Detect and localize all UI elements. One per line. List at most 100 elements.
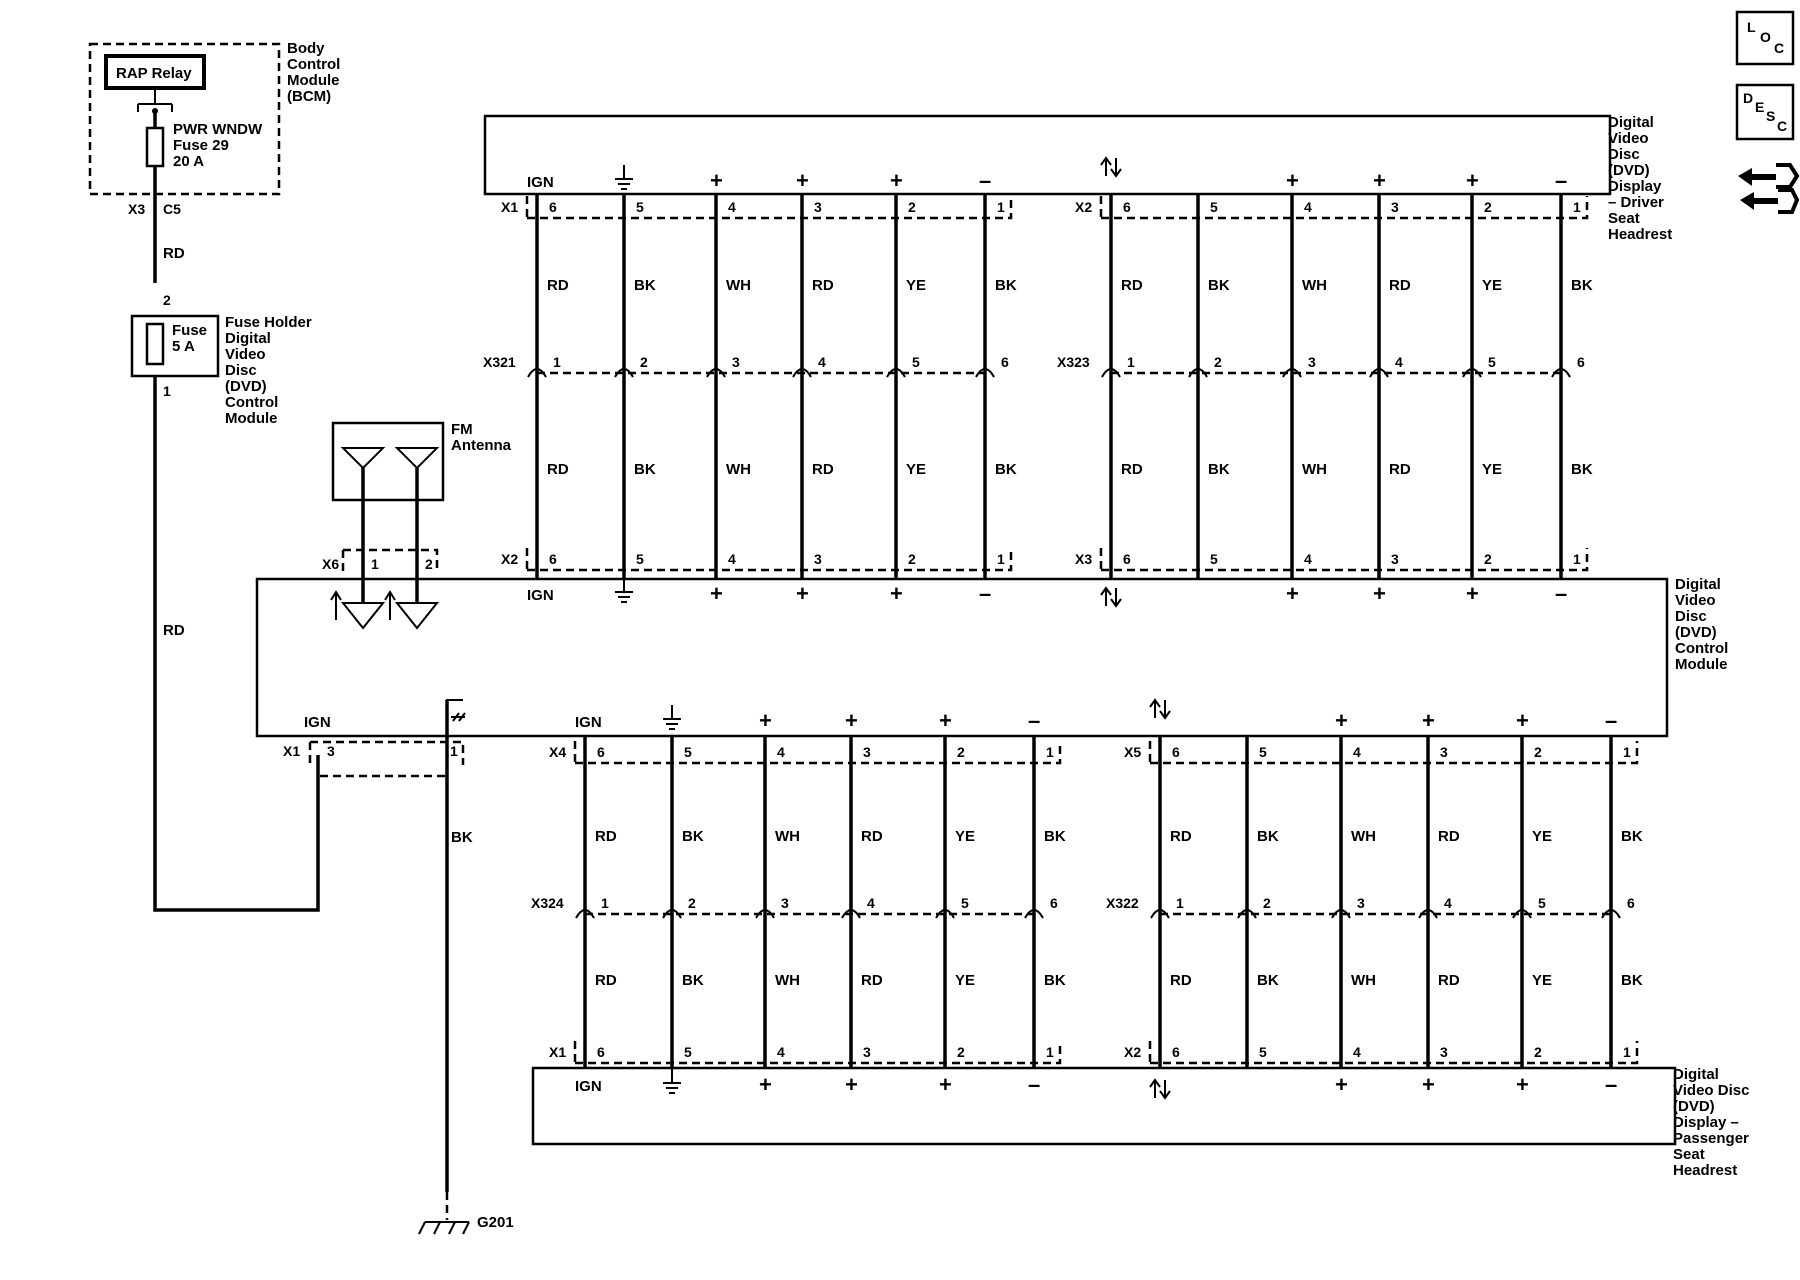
wire-color-label: YE <box>1482 277 1502 294</box>
driver-right-channel-module-connector-pin: 2 <box>1484 551 1492 567</box>
inline-terminal-icon <box>706 368 726 378</box>
bidirectional-data-icon <box>1100 156 1122 178</box>
inline-terminal-icon <box>1418 909 1438 919</box>
driver-left-channel-inline-connector-pin: 6 <box>1001 354 1009 370</box>
wire-color-label: YE <box>1532 828 1552 845</box>
wire-color-label: BK <box>1044 828 1066 845</box>
desc-icon[interactable] <box>1735 83 1795 141</box>
wire-color-label: WH <box>1351 972 1376 989</box>
driver-right-channel-display-connector-pin: 3 <box>1391 199 1399 215</box>
fuse-holder-name-2: Digital <box>225 330 271 347</box>
control-module-name-4: (DVD) <box>1675 624 1717 641</box>
driver-left-channel-inline-connector-pin: 2 <box>640 354 648 370</box>
wire-color-label: WH <box>775 972 800 989</box>
driver-display-pin-symbol: + <box>890 168 903 193</box>
bcm-boundary <box>88 42 281 196</box>
passenger-display-pin-symbol: + <box>1422 1072 1435 1097</box>
passenger-left-channel-inline-connector-pin: 1 <box>601 895 609 911</box>
driver-left-channel-module-connector-pin: 6 <box>549 551 557 567</box>
driver-display-pin-symbol: + <box>710 168 723 193</box>
passenger-right-channel-display-connector-pin: 1 <box>1623 744 1631 760</box>
driver-left-channel-module-connector-label: X2 <box>501 551 518 567</box>
loc-letter-o: O <box>1760 29 1771 45</box>
desc-letter-s: S <box>1766 108 1775 124</box>
control-module-name-5: Control <box>1675 640 1728 657</box>
inline-terminal-icon <box>841 909 861 919</box>
fuse-5a-icon <box>145 322 165 366</box>
module-lower-pin-symbol: + <box>1516 708 1529 733</box>
passenger-display-pin-symbol: – <box>1605 1072 1617 1097</box>
control-module-name-1: Digital <box>1675 576 1721 593</box>
wire-color-label: YE <box>906 277 926 294</box>
bcm-fuse-1: PWR WNDW <box>173 121 263 138</box>
passenger-right-channel-module-connector-pin: 6 <box>1172 1044 1180 1060</box>
relay-output-contact <box>137 88 173 112</box>
desc-letter-d: D <box>1743 90 1753 106</box>
inline-terminal-icon <box>886 368 906 378</box>
driver-display-name-3: Disc <box>1608 146 1640 163</box>
module-upper-pin-symbol: + <box>1373 581 1386 606</box>
driver-left-channel-inline-connector-label: X321 <box>483 354 516 370</box>
driver-right-channel-module-connector <box>1099 548 1589 572</box>
driver-left-channel-display-connector-pin: 5 <box>636 199 644 215</box>
wire-color-label: RD <box>861 972 883 989</box>
wire-color-label: WH <box>1302 277 1327 294</box>
passenger-left-channel-display-connector-pin: 5 <box>684 744 692 760</box>
passenger-display-pin-symbol: – <box>1028 1072 1040 1097</box>
wire-color-label: RD <box>812 277 834 294</box>
bcm-name-3: Module <box>287 72 340 89</box>
passenger-right-channel-module-connector-pin: 1 <box>1623 1044 1631 1060</box>
fm-antenna: FM Antenna X6 1 2 <box>322 421 512 630</box>
passenger-left-channel-display-connector-pin: 2 <box>957 744 965 760</box>
feed-wire-color-2: RD <box>163 622 185 639</box>
passenger-display: Digital Video Disc (DVD) Display – Passe… <box>531 1066 1749 1179</box>
passenger-right-channel-inline-connector-pin: 6 <box>1627 895 1635 911</box>
inline-terminal-icon <box>1512 909 1532 919</box>
wire-color-label: RD <box>1170 972 1192 989</box>
driver-right-channel-inline-connector-pin: 3 <box>1308 354 1316 370</box>
driver-left-channel-module-connector-pin: 3 <box>814 551 822 567</box>
wire-color-label: RD <box>1389 277 1411 294</box>
antenna-pin-2: 2 <box>425 556 433 572</box>
passenger-right-channel-inline-connector-label: X322 <box>1106 895 1139 911</box>
wire-color-label: YE <box>1532 972 1552 989</box>
driver-left-channel-display-connector-pin: 1 <box>997 199 1005 215</box>
passenger-display-pin-symbol: + <box>845 1072 858 1097</box>
module-chassis-ground-icon <box>446 699 466 728</box>
bcm-pin-label: C5 <box>163 201 181 217</box>
driver-right-channel-inline-connector-label: X323 <box>1057 354 1090 370</box>
fuse-holder-box <box>130 314 220 378</box>
inline-terminal-icon <box>1369 368 1389 378</box>
driver-left-channel-module-connector-pin: 1 <box>997 551 1005 567</box>
inline-terminal-icon <box>1024 909 1044 919</box>
passenger-left-channel-display-connector <box>573 741 1062 765</box>
power-pin-1: 1 <box>450 743 458 759</box>
connector-tool-icon[interactable] <box>1738 163 1800 214</box>
wire-color-label: BK <box>1621 972 1643 989</box>
module-lower-pin-symbol: + <box>1335 708 1348 733</box>
fuse-holder-name-5: (DVD) <box>225 378 267 395</box>
driver-left-channel-module-connector-pin: 2 <box>908 551 916 567</box>
driver-right-channel-module-connector-pin: 6 <box>1123 551 1131 567</box>
module-lower-pin-symbol: – <box>1605 708 1617 733</box>
rap-relay-label: RAP Relay <box>116 65 192 82</box>
passenger-display-name-4: Display – <box>1673 1114 1739 1131</box>
wire-color-label: BK <box>1044 972 1066 989</box>
module-ign-label: IGN <box>304 714 331 731</box>
wire-color-label: BK <box>682 972 704 989</box>
loc-icon[interactable] <box>1735 10 1795 66</box>
ground-g201-icon <box>418 1221 470 1235</box>
bidirectional-data-icon <box>1149 698 1171 720</box>
control-module-name-2: Video <box>1675 592 1716 609</box>
antenna-leads <box>361 468 419 603</box>
passenger-display-pin-symbol: + <box>1335 1072 1348 1097</box>
passenger-right-channel-module-connector <box>1148 1041 1639 1065</box>
passenger-display-pin-symbol: + <box>1516 1072 1529 1097</box>
passenger-right-channel-inline-connector-pin: 2 <box>1263 895 1271 911</box>
inline-terminal-icon <box>935 909 955 919</box>
